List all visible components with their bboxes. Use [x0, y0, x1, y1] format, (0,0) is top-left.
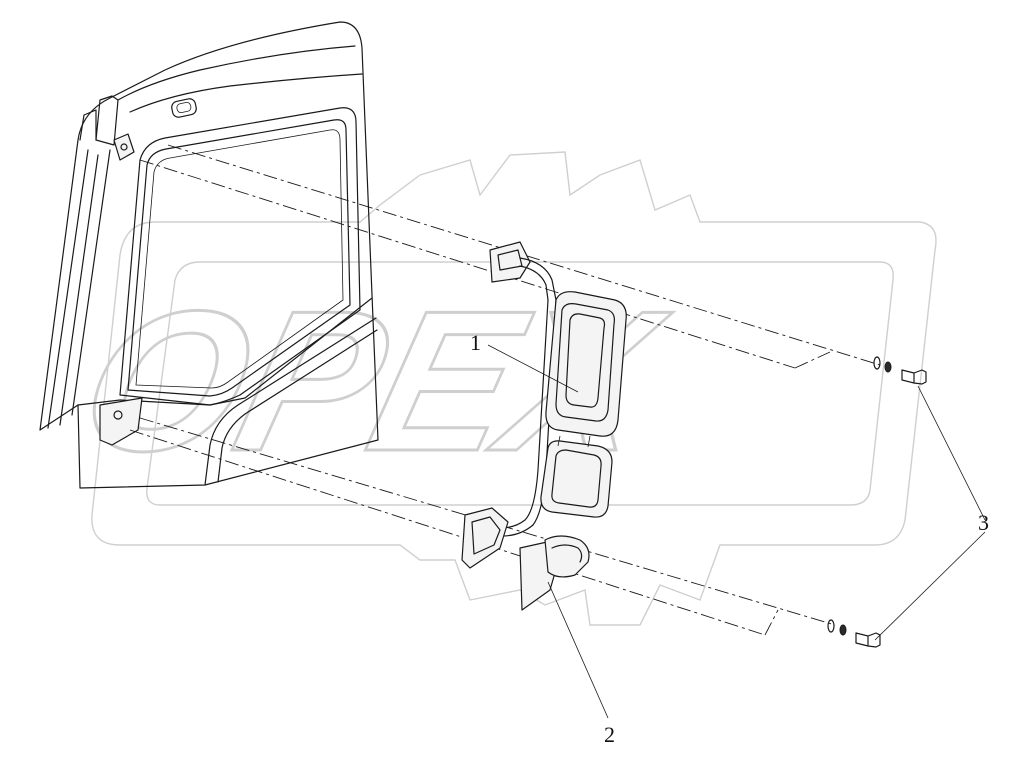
upper-lock-washer: [884, 361, 892, 373]
opex-watermark: OPEX: [60, 151, 937, 626]
cover-cap: [544, 535, 590, 578]
door-outer-edge: [39, 21, 379, 489]
door-front-seal-3: [71, 149, 111, 416]
mirror-upper-bracket: [489, 241, 531, 283]
main-mirror-glass-frame: [555, 303, 615, 422]
main-mirror-housing: [545, 291, 627, 437]
leader-line-1: [487, 344, 579, 393]
lower-bolt: [855, 632, 881, 648]
door-belt-line-3: [217, 329, 378, 483]
callouts: 1 2 3: [470, 330, 989, 747]
lower-flat-washer: [827, 619, 835, 633]
gear-outline-icon: [91, 151, 937, 626]
callout-1: 1: [470, 330, 481, 355]
bolt-and-washer-icon: [827, 356, 927, 648]
mirror-lower-arm-2: [501, 524, 534, 537]
leader-line-3a: [917, 385, 986, 521]
cab-door: [39, 21, 379, 489]
door-front-seal-2: [59, 154, 99, 426]
door-handle-recess: [171, 98, 197, 118]
mirror-lower-bracket: [461, 507, 509, 569]
callout-2: 2: [604, 722, 615, 747]
upper-bolt: [901, 369, 927, 385]
door-top-hinge: [95, 95, 119, 146]
leader-line-3b: [874, 531, 986, 641]
window-glass-inner: [135, 129, 344, 389]
mirror-lower-bracket-detail: [471, 516, 501, 555]
lower-center-jog: [764, 609, 779, 636]
door-lower-mount-plate: [99, 397, 143, 446]
lower-center-line-2: [129, 429, 766, 636]
door-front-seal: [47, 149, 89, 429]
rear-view-mirror-assembly-icon: [461, 241, 627, 569]
leader-lines: [487, 344, 986, 719]
door-top-hinge-2: [79, 109, 97, 141]
mirror-upper-arm-2: [519, 265, 549, 301]
cover-cap-detail: [551, 544, 583, 563]
door-belt-line-2: [204, 317, 377, 486]
window-glass: [127, 119, 351, 397]
mirror-vertical-arm: [524, 299, 549, 521]
mirror-housing-link: [557, 435, 591, 448]
door-belt-line: [77, 297, 373, 406]
wide-angle-mirror-glass: [551, 449, 602, 508]
watermark-band-outline: [146, 261, 894, 506]
mirror-cover-icon: [519, 535, 590, 611]
wide-angle-mirror-housing: [540, 440, 613, 518]
door-handle-recess-inner: [176, 101, 192, 114]
door-roof-line: [117, 45, 356, 101]
upper-center-jog: [794, 351, 831, 369]
upper-center-line-2: [139, 159, 796, 369]
mirror-upper-arm: [519, 257, 557, 301]
lower-lock-washer: [839, 624, 847, 636]
window-frame-outer: [119, 107, 361, 406]
door-roof-line-2: [129, 73, 363, 113]
leader-line-2: [547, 581, 609, 719]
callout-3: 3: [978, 510, 989, 535]
main-mirror-glass: [565, 313, 606, 408]
door-upper-mount: [113, 133, 135, 161]
upper-flat-washer: [873, 356, 881, 370]
door-upper-mount-hole: [120, 143, 128, 151]
door-lower-mount-hole: [113, 410, 123, 420]
